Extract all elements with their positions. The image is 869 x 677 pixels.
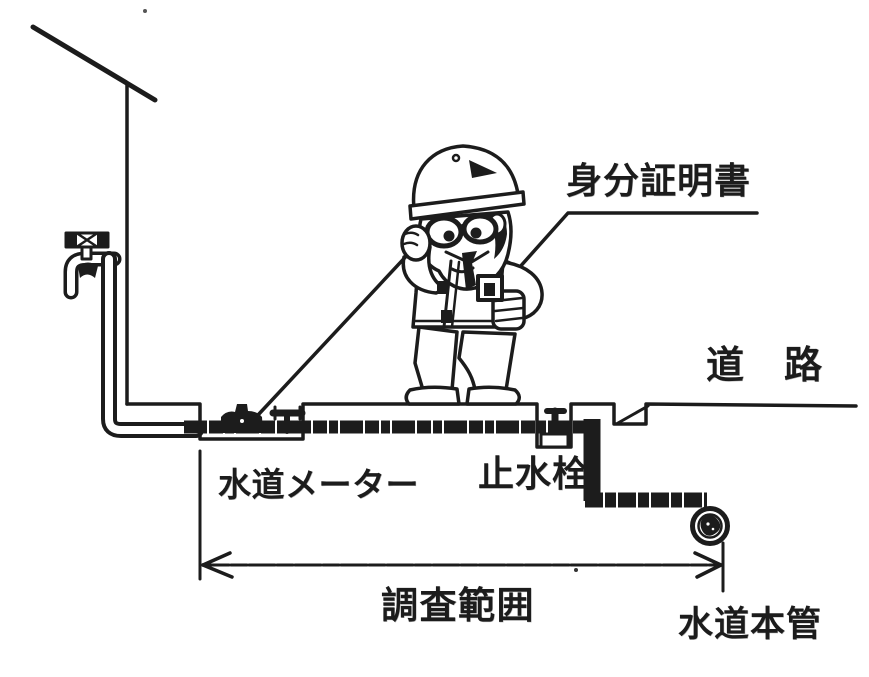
water-meter-icon — [221, 404, 263, 433]
survey-range-label: 調査範囲 — [381, 585, 535, 626]
house-service-pipe — [101, 251, 204, 438]
worker-glasses-icon — [424, 213, 499, 249]
water-main-label: 水道本管 — [678, 605, 823, 644]
meter-tap-fitting-icon — [269, 405, 306, 434]
stop-valve-icon — [539, 407, 570, 449]
house-roof-and-wall — [30, 24, 158, 406]
worker-right-leg — [457, 330, 517, 392]
listening-rod — [256, 224, 432, 417]
water-main-pipe-icon — [690, 506, 730, 546]
worker-helmet-brim — [408, 190, 526, 221]
worker-figure — [401, 144, 544, 406]
worker-left-boot — [404, 385, 461, 406]
curb-drain-diagonal — [616, 404, 650, 425]
id-card-leader-line — [500, 211, 759, 289]
stop-valve-label: 止水栓 — [478, 453, 590, 494]
worker-helmet-vent — [451, 153, 461, 163]
id-card-label: 身分証明書 — [566, 160, 752, 201]
outdoor-faucet-icon — [63, 231, 122, 300]
survey-range-dimension-arrow — [198, 449, 725, 593]
scan-artifacts — [143, 9, 578, 572]
worker-right-boot — [465, 385, 521, 406]
water-meter-label: 水道メーター — [218, 466, 419, 503]
worker-id-badge — [476, 274, 504, 302]
worker-left-leg — [413, 325, 459, 392]
worker-tie — [462, 251, 477, 290]
road-label: 道 路 — [706, 345, 824, 387]
worker-helmet — [411, 144, 520, 211]
